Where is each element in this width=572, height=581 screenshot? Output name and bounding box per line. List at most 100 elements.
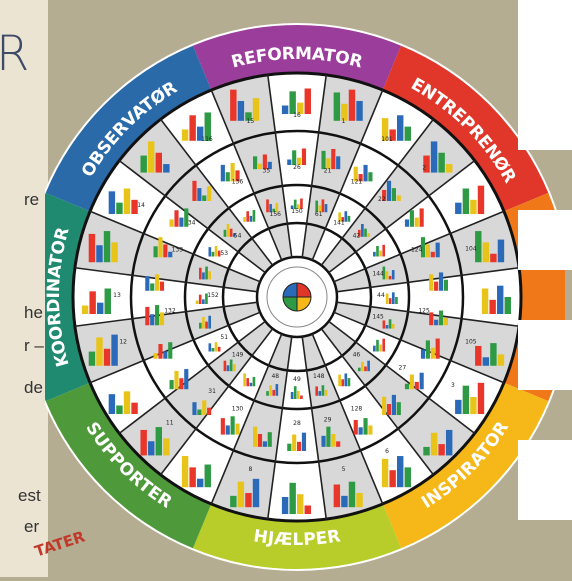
segment-number: 133 [172,247,184,254]
mini-bar [246,211,250,222]
mini-bar [202,400,207,416]
mini-bar [379,250,382,257]
mini-bar [155,152,163,173]
mini-bar [338,374,341,387]
mini-bar [434,281,439,291]
mini-bar [331,434,336,447]
role-band-segment [45,45,212,212]
mini-bar [245,112,252,121]
mini-bar [103,348,111,366]
mini-bar-chart [108,391,138,414]
mini-bar [368,172,373,182]
mini-bar [361,361,364,372]
mini-bar [429,312,434,326]
segment-number: 16 [293,112,301,119]
mini-bar-chart [321,426,341,447]
mini-bar [356,493,363,508]
mini-bar-chart [223,223,236,237]
mini-bar-chart [475,231,505,263]
mini-bar [391,394,396,416]
mini-bar [205,293,208,304]
mini-bar-chart [455,382,485,414]
mini-bar-chart [223,359,236,372]
mini-bar [470,199,477,214]
mini-bar [341,103,348,121]
mini-bar [338,212,341,222]
mini-bar [301,432,307,451]
segment-number: 145 [372,314,384,321]
mini-bar [477,185,485,214]
mini-bar-chart [140,141,170,173]
mini-bar [202,316,205,329]
mini-bar [197,478,204,488]
mini-bar [289,91,296,114]
radial-divider [266,74,293,258]
segment-number: 2 [422,165,426,172]
radial-divider [336,301,520,328]
mini-bar [321,435,326,447]
mini-bar [272,208,276,213]
mini-bar [169,380,174,390]
segment-number: 152 [207,292,219,299]
mini-bar [388,298,392,304]
mini-bar-chart [192,180,212,201]
mini-bar-chart [195,293,208,304]
mini-bar [163,351,168,359]
mini-bar [414,381,419,390]
mini-bar [297,102,304,114]
segment-number: 1 [342,118,346,125]
mini-bar [230,163,235,182]
mini-bar [396,402,401,416]
mini-bar [455,202,462,214]
segment-number: 51 [220,334,228,341]
segment-number: 15 [247,118,255,125]
mini-bar [208,315,211,329]
mini-bar [297,204,300,209]
mini-bar-chart [253,426,272,447]
mini-bar [324,389,328,396]
mini-bar [197,409,202,416]
mini-bar-chart [481,285,511,314]
mini-bar-chart [281,88,311,114]
mini-bar-chart [373,338,386,352]
mini-bar [290,392,294,399]
radial-divider [311,333,384,505]
mini-bar [404,219,410,227]
mini-bar [445,164,453,173]
mini-bar [462,188,470,214]
left-text-panel: R re he r – de est er [0,0,48,577]
ring-line [183,183,411,411]
mini-bar [434,319,439,326]
mini-bar-chart [315,385,328,396]
mini-bar-chart [140,427,170,456]
segment-number: 22 [378,196,386,203]
mini-bar [220,418,225,435]
mini-bar [198,294,202,304]
mini-bar-chart [290,198,303,209]
mini-bar [324,204,328,213]
segment-number: 6 [385,448,389,455]
mini-bar-chart [423,141,453,173]
mini-bar [423,446,430,456]
mini-bar [208,271,211,280]
mini-bar [174,210,179,227]
segment-number: 132 [164,307,176,314]
mini-bar [89,291,96,314]
segment-number: 8 [248,466,252,473]
mini-bar-chart [243,210,256,222]
mini-bar-chart [382,319,395,329]
mini-bar-chart [181,112,211,141]
radial-divider [320,328,434,476]
mini-bar [184,369,189,390]
radial-divider [333,210,505,283]
mini-bar-chart [81,288,111,314]
mini-bar-chart [475,343,505,366]
mini-bar [287,159,292,165]
mini-bar [189,467,196,488]
mini-bar [435,338,440,359]
mini-bar [318,391,322,396]
role-wheel-svg: REFORMATORENTREPRENØRINSPIRATORHJÆLPERSU… [23,23,571,571]
mini-bar [199,322,202,329]
segment-number: 31 [208,388,216,395]
